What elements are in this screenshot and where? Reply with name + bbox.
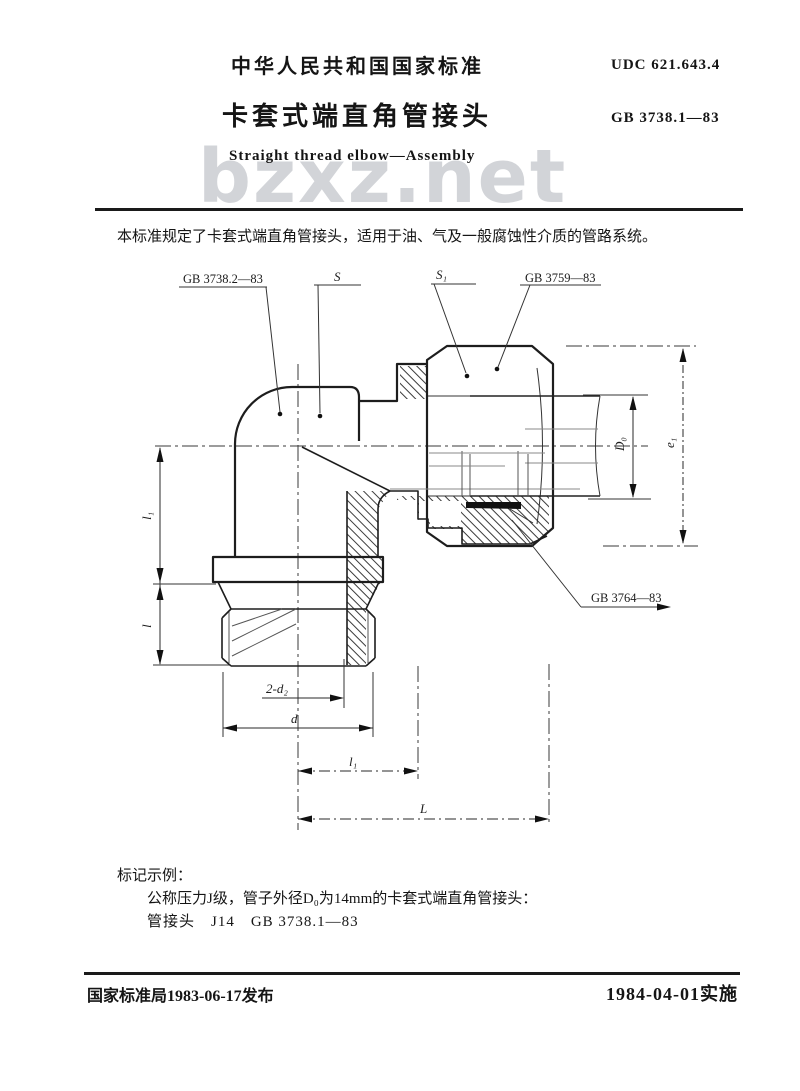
scope-paragraph: 本标准规定了卡套式端直角管接头，适用于油、气及一般腐蚀性介质的管路系统。: [117, 229, 658, 245]
dim-tube-od: D₀: [612, 437, 627, 452]
footer-divider: [84, 972, 740, 975]
tube-and-ferrule: [228, 395, 601, 663]
udc-number: UDC 621.643.4: [611, 57, 721, 73]
page-title: 卡套式端直角管接头: [222, 102, 493, 131]
callout-ferrule-standard: GB 3764—83: [591, 591, 662, 605]
callout-leaders: [179, 283, 671, 611]
callout-nut-standard: GB 3759—83: [525, 271, 596, 285]
footer-implemented-date: 1984-04-01实施: [606, 984, 738, 1004]
marking-example-code: 管接头 J14 GB 3738.1—83: [147, 914, 359, 930]
dimension-d: [222, 672, 374, 737]
dim-l1-left: l₁: [139, 512, 154, 520]
dimension-D0: [583, 394, 651, 500]
dimension-thread-note: [262, 659, 345, 708]
standard-type-heading: 中华人民共和国国家标准: [231, 56, 484, 78]
dim-overall-length: L: [419, 801, 427, 816]
dimension-l1-bottom: [298, 767, 418, 775]
callout-body-hex: S: [334, 269, 341, 284]
dim-l1-bottom: l₁: [349, 754, 357, 769]
standard-code: GB 3738.1—83: [611, 110, 720, 126]
dim-thread: d: [291, 711, 298, 726]
dim-thread-note: 2-d₂: [266, 681, 288, 696]
dimension-l1-l: [153, 447, 230, 666]
watermark: bzxz.net: [198, 134, 568, 220]
callout-body-standard: GB 3738.2—83: [183, 272, 263, 286]
callout-nut-hex: S₁: [436, 267, 447, 282]
header-divider: [95, 208, 743, 211]
dimension-e1: [679, 348, 687, 544]
center-lines: [155, 345, 698, 830]
marking-heading: 标记示例：: [117, 868, 193, 884]
dimension-L: [298, 815, 549, 823]
page-title-english: Straight thread elbow—Assembly: [229, 148, 476, 164]
marking-example-description: 公称压力J级，管子外径D₀为14mm的卡套式端直角管接头：: [147, 891, 538, 907]
footer-issued-date: 国家标准局1983-06-17发布: [87, 988, 274, 1005]
dim-across-corners: e₁: [662, 438, 677, 448]
dim-l: l: [139, 624, 154, 628]
technical-drawing: GB 3738.2—83 S S₁ GB 3759—83 GB 3764—83 …: [139, 267, 698, 830]
